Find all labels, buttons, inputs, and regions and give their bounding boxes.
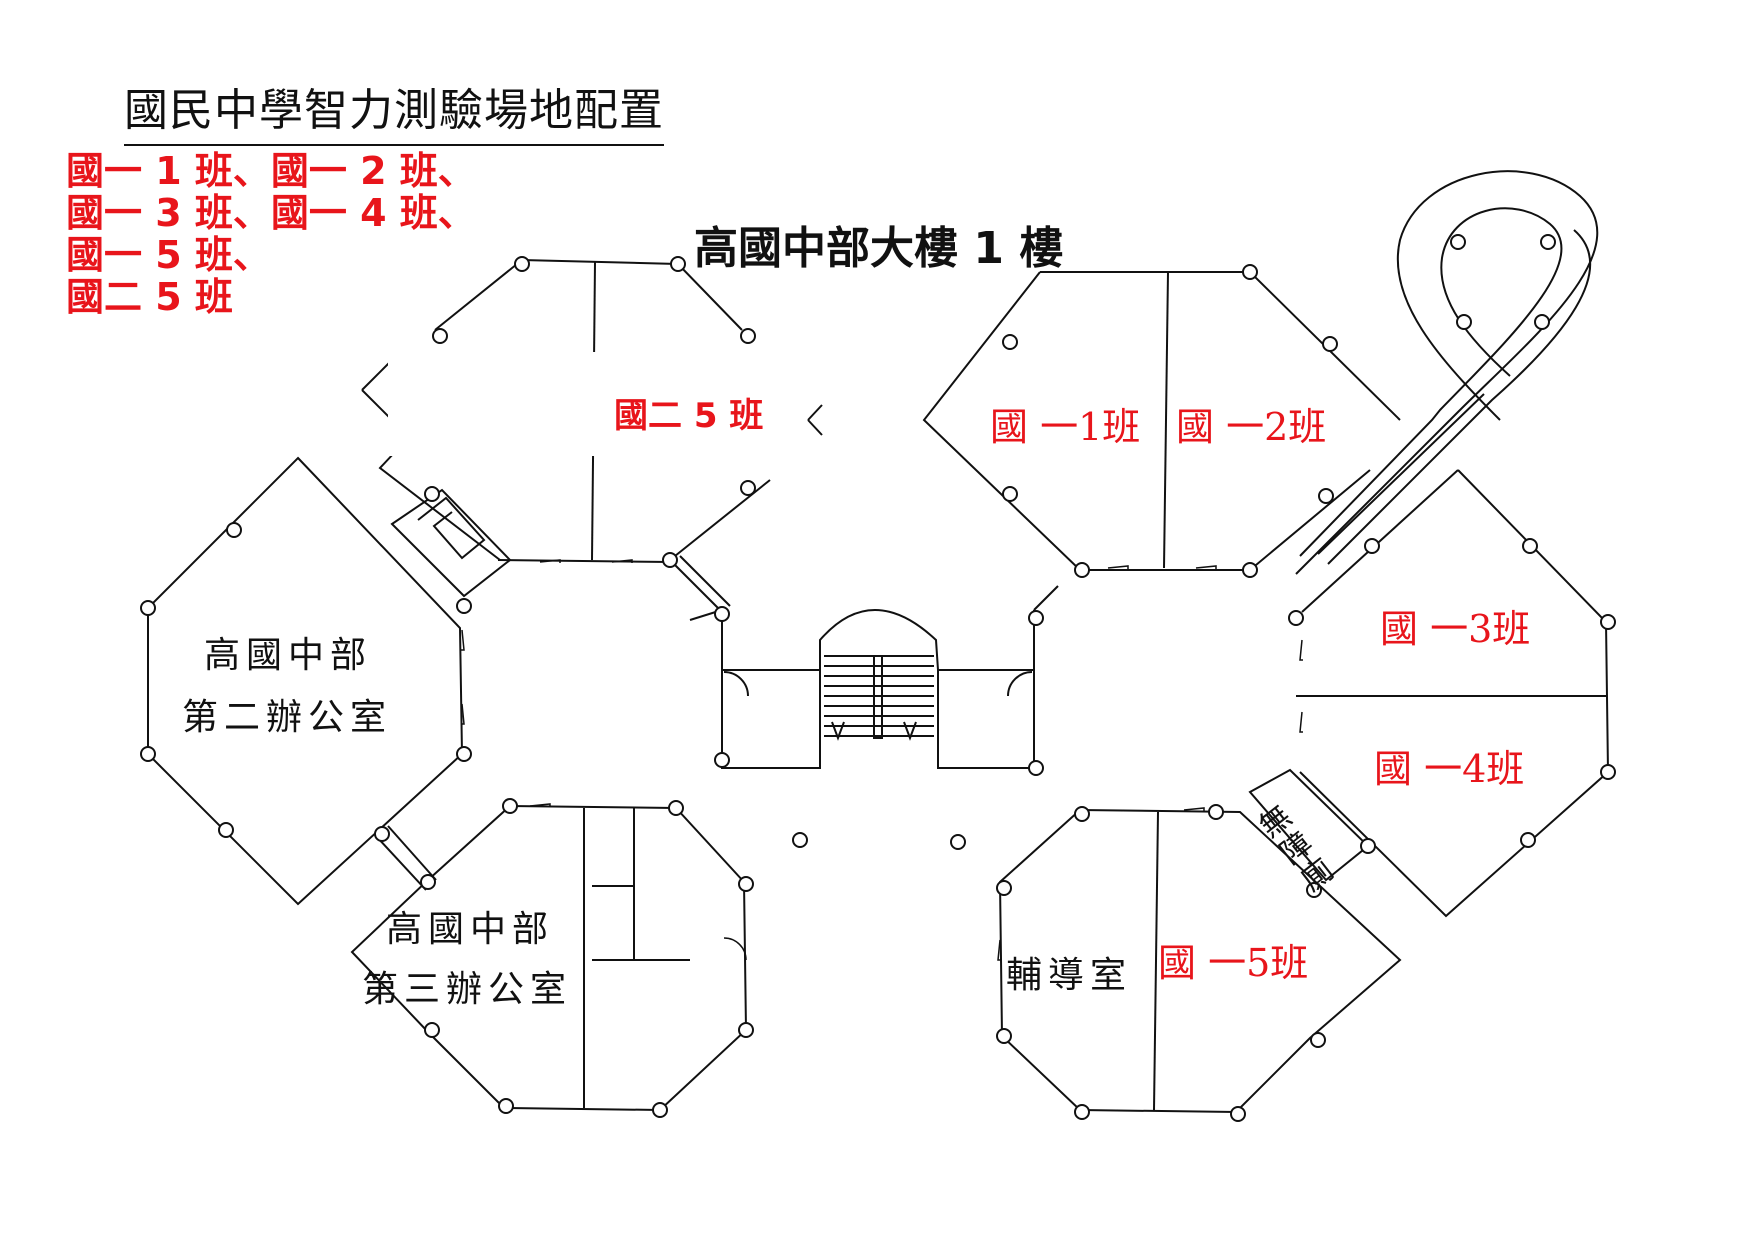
exam-room-g1c5: 國 一5班 [1158,941,1309,985]
room-office2: 高國中部 [204,634,372,678]
room-office3: 高國中部 [386,908,554,952]
exam-room-g1c1: 國 一1班 [990,405,1141,449]
small-stair [392,490,510,596]
exam-room-g1c4: 國 一4班 [1374,747,1525,791]
door-marks [461,560,1303,960]
room-office3-line2: 第三辦公室 [362,969,573,1010]
exam-room-g1c3: 國 一3班 [1380,607,1531,651]
exam-room-g2c5: 國二 5 班 [614,396,764,436]
class-list-line-2: 國一 3 班、國一 4 班、 [66,191,476,235]
exam-room-g1c2: 國 一2班 [1176,405,1327,449]
room-office3-sub: 第三辦公室 [362,968,572,1012]
class-list-line-4: 國二 5 班 [66,275,233,319]
room-counseling: 輔導室 [1006,955,1133,996]
page-title: 國民中學智力測驗場地配置 [124,74,664,146]
room-office3-line1: 高國中部 [386,909,555,950]
room-office2-sub: 第二辦公室 [182,696,392,740]
room-office2-line1: 高國中部 [204,635,373,676]
central-stair-block [690,586,1058,768]
label-mask-g2c5 [388,352,768,456]
column-markers [141,235,1615,1121]
class-list-line-3: 國一 5 班、 [66,233,271,277]
building-title: 高國中部大樓 1 樓 [694,223,1064,274]
room-office2-line2: 第二辦公室 [182,697,393,738]
hexagon-office2 [148,458,462,904]
class-list: 國一 1 班、國一 2 班、 國一 3 班、國一 4 班、 國一 5 班、 國二… [66,150,476,318]
octagon-office3 [352,806,746,1110]
class-list-line-1: 國一 1 班、國一 2 班、 [66,149,476,193]
spiral-ramp [1296,171,1597,574]
hexagon-g1c3-g1c4 [1296,470,1608,916]
